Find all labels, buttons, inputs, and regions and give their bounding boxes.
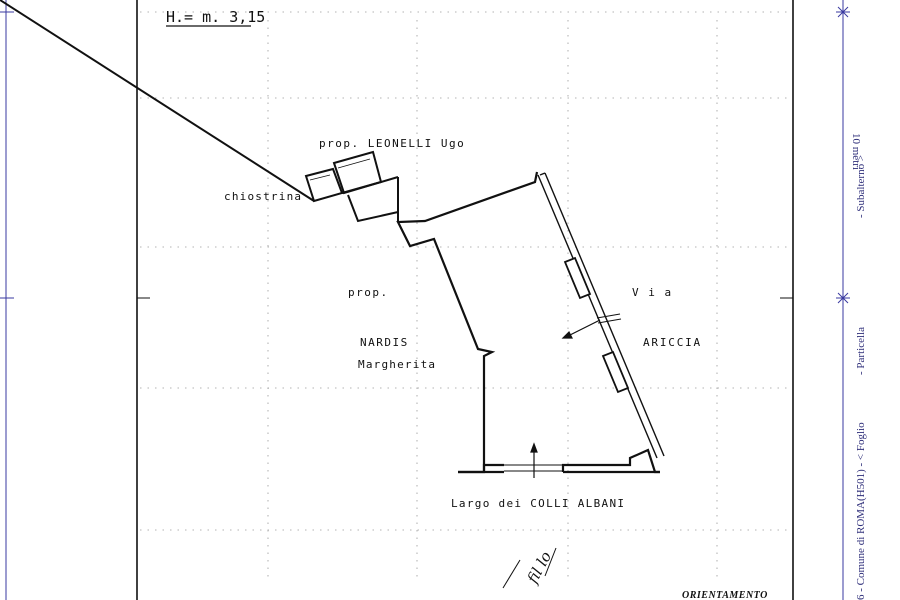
label-street-east-1: V i a: [632, 286, 673, 299]
orientation-label: ORIENTAMENTO: [682, 590, 768, 600]
side-subalterno: - Subalterno >: [855, 155, 867, 218]
height-label: H.= m. 3,15: [166, 8, 265, 26]
plan-outline: [396, 171, 665, 474]
signature: fil lo: [502, 547, 557, 589]
side-scale: 10 metri: [850, 133, 862, 170]
entrance-arrows: [530, 319, 601, 478]
side-foglio: 6 - Comune di ROMA(H501) - < Foglio: [855, 422, 867, 600]
chiostrina-annex: [0, 0, 399, 223]
label-neighbor-west-2: NARDIS: [360, 336, 409, 349]
side-strip: 10 metri - Subalterno > - Particella 6 -…: [850, 133, 867, 600]
label-neighbor-west-1: prop.: [348, 286, 389, 299]
sheet-frame: [0, 0, 850, 600]
label-chiostrina: chiostrina: [224, 190, 302, 203]
dotted-grid: [140, 11, 790, 580]
label-street-east-2: ARICCIA: [643, 336, 702, 349]
signature-text: fil lo: [523, 548, 555, 587]
label-neighbor-north: prop. LEONELLI Ugo: [319, 137, 465, 150]
side-particella: - Particella: [855, 327, 867, 375]
label-street-south: Largo dei COLLI ALBANI: [451, 497, 625, 510]
label-neighbor-west-3: Margherita: [358, 358, 436, 371]
